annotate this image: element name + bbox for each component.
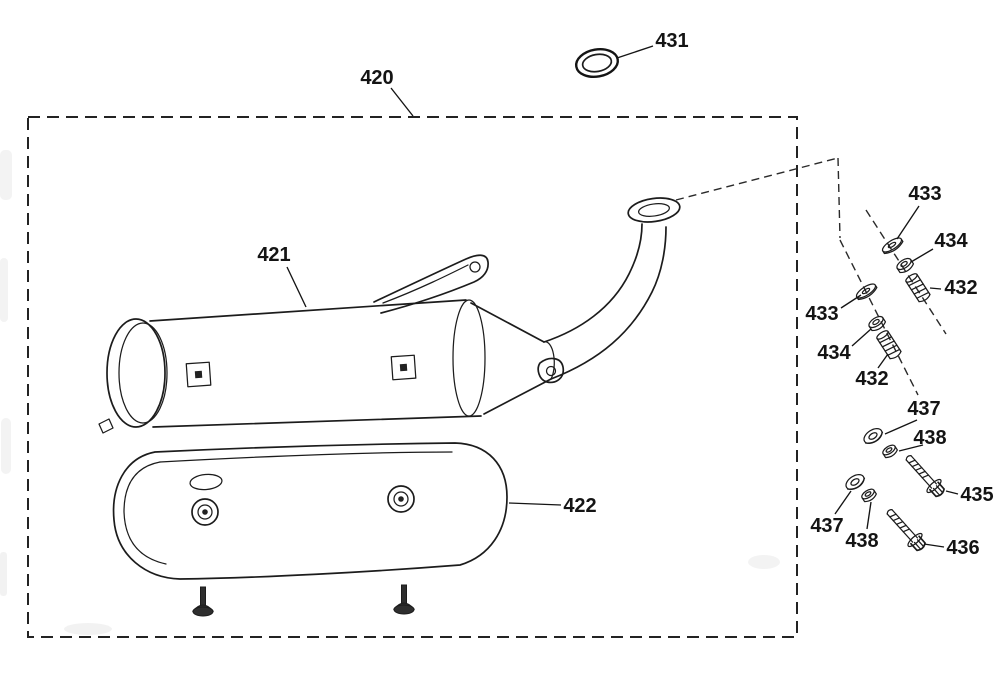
part-label-438-bottom: 438	[845, 530, 878, 552]
part-label-435: 435	[960, 484, 993, 506]
callout-420: 420	[360, 67, 414, 117]
callout-438-top: 438	[898, 427, 947, 452]
callout-438-bottom: 438	[845, 501, 879, 552]
stud-432-mid	[876, 330, 902, 360]
part-label-432-mid: 432	[855, 368, 888, 390]
callout-437-bottom: 437	[810, 490, 852, 537]
part-label-432-top: 432	[944, 277, 977, 299]
part-label-420: 420	[360, 67, 393, 89]
part-label-437-bottom: 437	[810, 515, 843, 537]
bolt-436	[886, 508, 926, 552]
shield-pin-right	[392, 584, 416, 615]
pipe-mount-tab	[537, 357, 565, 384]
exhaust-gasket	[574, 48, 620, 78]
flange-nut-438-top	[882, 444, 898, 459]
part-label-421: 421	[257, 244, 290, 266]
callout-437-top: 437	[884, 398, 941, 435]
callout-433-mid: 433	[805, 294, 862, 325]
callout-436: 436	[923, 537, 980, 559]
shield-grommet-left	[191, 498, 219, 526]
part-label-436: 436	[946, 537, 979, 559]
callout-422: 422	[508, 495, 597, 517]
lock-washer-437-bottom	[845, 473, 866, 491]
bolt-435	[905, 454, 945, 498]
part-label-433-mid: 433	[805, 303, 838, 325]
flange-nut-438-bottom	[861, 488, 877, 503]
part-label-434-top: 434	[934, 230, 968, 252]
assembly-boundary-box	[27, 116, 798, 638]
shield-slot	[189, 473, 223, 491]
callout-431: 431	[616, 30, 689, 59]
drain-tab	[98, 418, 114, 434]
callout-435: 435	[945, 484, 994, 506]
part-label-422: 422	[563, 495, 596, 517]
heat-shield	[112, 442, 508, 580]
lock-washer-437-top	[863, 427, 884, 445]
callout-432-top: 432	[929, 277, 978, 299]
scan-artifacts	[0, 150, 780, 635]
alignment-dashed-lines	[675, 157, 947, 396]
stud-432-top	[905, 273, 931, 303]
callout-434-mid: 434	[817, 328, 872, 364]
shield-grommet-right	[387, 485, 415, 513]
mount-clip-right	[390, 354, 417, 381]
muffler-body	[98, 223, 667, 434]
callout-421: 421	[257, 244, 307, 308]
nut-434-top	[896, 257, 915, 274]
hanger-bracket	[373, 254, 489, 314]
shield-pin-left	[191, 586, 215, 617]
callout-434-top: 434	[910, 230, 969, 263]
part-label-433-top: 433	[908, 183, 941, 205]
washer-433-top	[881, 237, 904, 255]
part-label-438-top: 438	[913, 427, 946, 449]
part-label-437-top: 437	[907, 398, 940, 420]
mount-clip-left	[185, 361, 212, 388]
part-label-431: 431	[655, 30, 688, 52]
part-label-434-mid: 434	[817, 342, 851, 364]
inlet-flange	[627, 197, 681, 223]
washer-433-mid	[855, 283, 878, 301]
nut-434-mid	[868, 315, 887, 332]
callout-432-mid: 432	[855, 353, 889, 390]
callout-433-top: 433	[896, 183, 942, 240]
